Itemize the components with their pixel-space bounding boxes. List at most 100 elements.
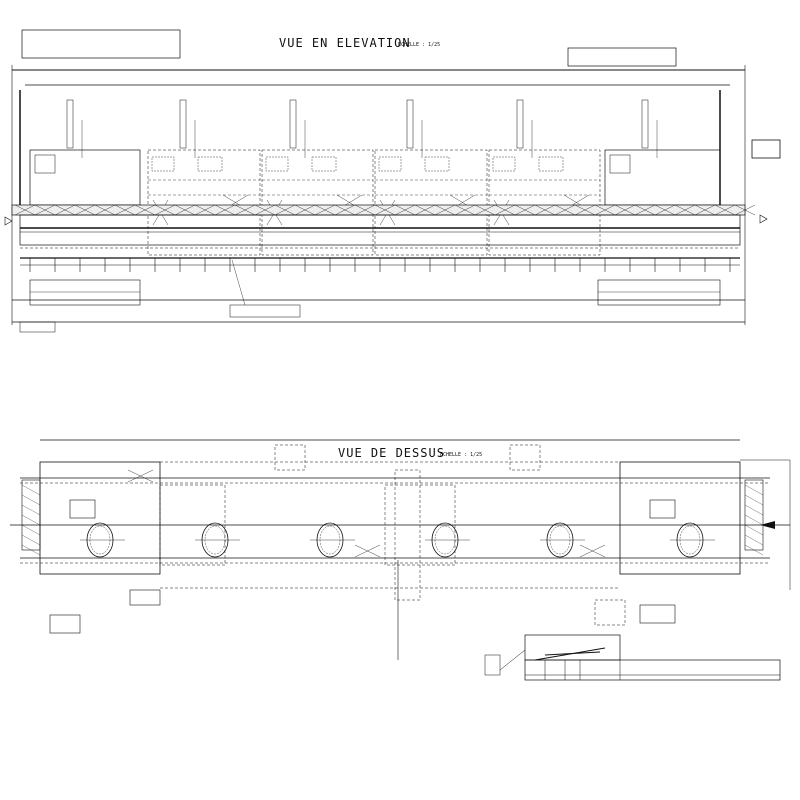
conveyor-lattice — [234, 204, 256, 216]
conveyor-lattice — [474, 204, 496, 216]
conveyor-lattice — [654, 204, 676, 216]
conveyor-lattice — [714, 204, 736, 216]
conveyor-lattice — [614, 204, 636, 216]
conveyor-lattice — [694, 204, 716, 216]
conveyor-lattice — [554, 204, 576, 216]
right-info-table — [597, 279, 721, 306]
plan-label-box — [639, 604, 676, 624]
left-info-table — [29, 279, 141, 306]
callout-box — [19, 321, 56, 333]
module-hatch-door — [424, 156, 450, 172]
door-hatching — [744, 484, 764, 496]
plan-label-box — [129, 589, 161, 606]
right-end-module-plan — [619, 461, 741, 575]
zigzag-arrow — [544, 651, 601, 656]
exhaust-chimney — [406, 99, 414, 149]
door-hatching — [744, 494, 764, 506]
module-hatch-door — [538, 156, 564, 172]
door-hatching — [21, 514, 41, 526]
conveyor-lattice — [494, 204, 516, 216]
conveyor-lattice — [154, 204, 176, 216]
plan-label-box — [49, 614, 81, 634]
elevation-title: VUE EN ELEVATION — [279, 36, 411, 50]
module-hatch-door — [378, 156, 402, 172]
plan-flow-arrow — [760, 521, 775, 529]
conveyor-lattice — [574, 204, 596, 216]
door-hatching — [21, 504, 41, 516]
title-block-top — [524, 634, 621, 661]
conveyor-lattice — [674, 204, 696, 216]
conveyor-lattice — [394, 204, 416, 216]
plan-label-box — [649, 499, 676, 519]
module-hatch-door — [311, 156, 337, 172]
door-hatching — [21, 484, 41, 496]
conveyor-lattice — [594, 204, 616, 216]
callout-box — [484, 654, 501, 676]
elevation-scale: ECHELLE : 1/25 — [398, 42, 441, 48]
conveyor-lattice — [114, 204, 136, 216]
plan-dashed-outline — [594, 599, 626, 626]
conveyor-lattice — [334, 204, 356, 216]
middle-module-2 — [261, 149, 374, 256]
conveyor-lattice — [274, 204, 296, 216]
callout-box — [229, 304, 301, 318]
door-hatching — [744, 534, 764, 546]
plan-scale: ECHELLE : 1/25 — [440, 452, 483, 458]
conveyor-lattice — [74, 204, 96, 216]
note-box-right — [567, 47, 677, 67]
conveyor-top — [11, 204, 746, 216]
flow-arrow-out — [759, 214, 768, 224]
conveyor-lattice — [434, 204, 456, 216]
conveyor-lattice — [174, 204, 196, 216]
module-hatch-door — [151, 156, 175, 172]
exhaust-chimney — [516, 99, 524, 149]
exhaust-chimney — [289, 99, 297, 149]
right-control-panel — [609, 154, 631, 174]
conveyor-lattice — [254, 204, 276, 216]
plan-cross-marker — [354, 544, 381, 558]
conveyor-lattice — [634, 204, 656, 216]
middle-module-3 — [374, 149, 488, 256]
conveyor-lattice — [314, 204, 336, 216]
callout-box-right — [751, 139, 781, 159]
door-hatching — [744, 524, 764, 536]
conveyor-lattice — [214, 204, 236, 216]
leader-line — [231, 259, 246, 306]
door-hatching — [21, 544, 41, 556]
middle-module-1 — [147, 149, 261, 256]
conveyor-lattice — [14, 204, 36, 216]
leader-line — [499, 649, 526, 671]
door-hatching — [744, 544, 764, 556]
plan-title: VUE DE DESSUS — [338, 446, 445, 460]
conveyor-frame — [19, 214, 741, 246]
plan-cross-marker — [579, 544, 606, 558]
module-hatch-door — [492, 156, 516, 172]
conveyor-lattice — [374, 204, 396, 216]
middle-module-4 — [488, 149, 601, 256]
door-hatching — [21, 524, 41, 536]
door-hatching — [744, 504, 764, 516]
outlet-door-right — [744, 479, 764, 551]
plan-cross-marker — [127, 469, 154, 483]
exhaust-chimney — [641, 99, 649, 149]
plan-dashed-outline — [509, 444, 541, 471]
plan-label-box — [69, 499, 96, 519]
inlet-door-left — [21, 479, 41, 551]
conveyor-lattice — [194, 204, 216, 216]
conveyor-lattice — [414, 204, 436, 216]
right-end-module-body — [604, 149, 721, 206]
conveyor-lattice — [134, 204, 156, 216]
left-control-panel — [34, 154, 56, 174]
door-hatching — [21, 534, 41, 546]
conveyor-lattice — [94, 204, 116, 216]
exhaust-chimney — [66, 99, 74, 149]
conveyor-lattice — [354, 204, 376, 216]
conveyor-lattice — [34, 204, 56, 216]
left-end-module-body — [29, 149, 141, 206]
plan-dashed-outline — [384, 484, 456, 566]
title-block-bottom — [524, 659, 781, 681]
plan-dashed-outline — [159, 484, 226, 566]
conveyor-lattice — [294, 204, 316, 216]
